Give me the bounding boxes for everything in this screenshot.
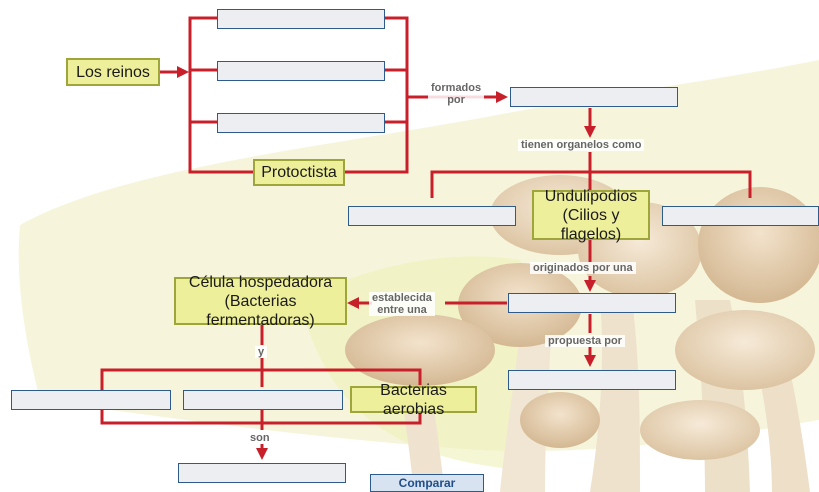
answer-input-y-middle[interactable] [183,390,343,410]
answer-input-reino-2[interactable] [217,61,385,81]
node-protoctista: Protoctista [253,159,345,186]
compare-button[interactable]: Comparar [370,474,484,492]
answer-input-organelo-left[interactable] [348,206,516,226]
answer-input-formados-por[interactable] [510,87,678,107]
answer-input-reino-3[interactable] [217,113,385,133]
background-illustration [18,60,819,492]
label-son: son [247,432,273,444]
node-bacterias-aerobias: Bacterias aerobias [350,382,477,418]
label-propuesta-por: propuesta por [545,335,625,347]
node-undulipodios: Undulipodios (Cilios y flagelos) [532,188,650,243]
node-los-reinos: Los reinos [66,58,160,86]
label-originados-por-una: originados por una [530,262,636,274]
label-establecida-entre-una: establecida entre una [369,292,435,316]
answer-input-propuesta[interactable] [508,370,676,390]
connector-lines [100,16,752,460]
label-tienen-organelos: tienen organelos como [518,139,645,151]
answer-input-reino-1[interactable] [217,9,385,29]
label-y: y [255,346,268,358]
answer-input-originados[interactable] [508,293,676,313]
node-celula-hospedadora: Célula hospedadora (Bacterias fermentado… [174,274,347,329]
answer-input-y-left[interactable] [11,390,171,410]
label-formados-por: formados por [428,82,485,106]
answer-input-son[interactable] [178,463,346,483]
answer-input-organelo-right[interactable] [662,206,819,226]
